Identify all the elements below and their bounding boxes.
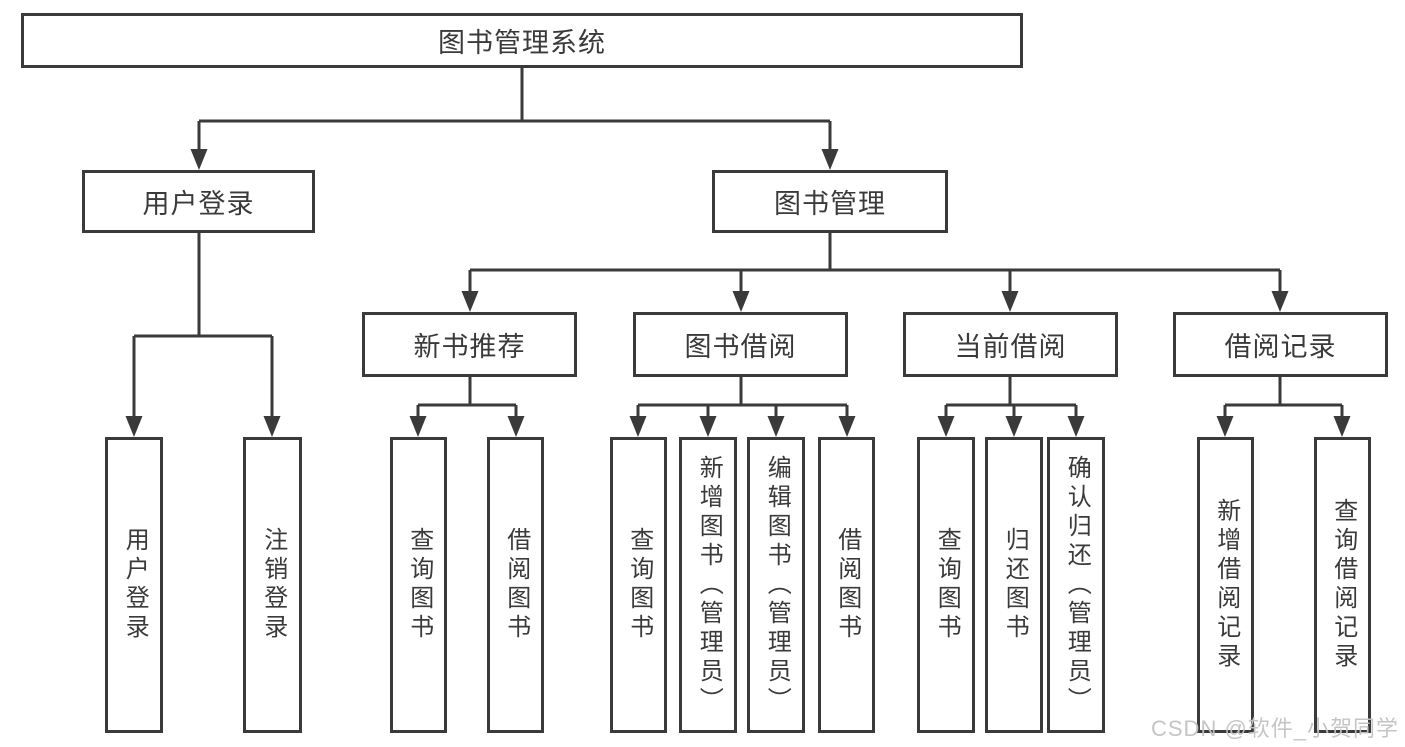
connector-book-borrowing-children xyxy=(629,377,856,437)
leaf-add-book-admin: 新增图书（管理员） xyxy=(679,437,737,733)
arrow-down-icon xyxy=(732,291,750,312)
node-label: 借阅图书 xyxy=(833,527,861,643)
leaf-confirm-return-admin: 确认归还（管理员） xyxy=(1047,437,1105,733)
arrow-down-icon xyxy=(263,416,281,437)
arrow-down-icon xyxy=(1216,416,1234,437)
leaf-user-login: 用户登录 xyxy=(105,437,163,733)
node-borrowing-records: 借阅记录 xyxy=(1173,312,1388,377)
arrow-down-icon xyxy=(507,416,525,437)
node-label: 用户登录 xyxy=(142,189,255,219)
connector-new-book-recommend-children xyxy=(409,377,525,437)
arrow-down-icon xyxy=(190,149,208,170)
node-user-login: 用户登录 xyxy=(82,170,315,233)
arrow-down-icon xyxy=(125,416,143,437)
arrow-down-icon xyxy=(767,416,785,437)
arrow-down-icon xyxy=(838,416,856,437)
arrow-down-icon xyxy=(1067,416,1085,437)
arrow-down-icon xyxy=(821,149,839,170)
node-label: 确认归还（管理员） xyxy=(1063,454,1091,716)
leaf-borrow-books-recommend: 借阅图书 xyxy=(487,437,544,733)
node-label: 查询图书 xyxy=(405,527,433,643)
leaf-query-books-recommend: 查询图书 xyxy=(390,437,447,733)
arrow-down-icon xyxy=(1001,291,1019,312)
leaf-query-books-borrowing: 查询图书 xyxy=(610,437,667,733)
connector-current-borrowing-children xyxy=(937,377,1085,437)
node-label: 当前借阅 xyxy=(954,332,1067,362)
arrow-down-icon xyxy=(1005,416,1023,437)
node-book-borrowing: 图书借阅 xyxy=(633,312,848,377)
arrow-down-icon xyxy=(937,416,955,437)
node-label: 新书推荐 xyxy=(413,332,526,362)
leaf-add-borrow-record: 新增借阅记录 xyxy=(1197,437,1254,733)
leaf-return-books: 归还图书 xyxy=(985,437,1043,733)
connector-root-to-level2 xyxy=(190,68,839,170)
node-new-book-recommend: 新书推荐 xyxy=(362,312,577,377)
node-label: 编辑图书（管理员） xyxy=(763,454,791,716)
connector-book-management-children xyxy=(461,233,1289,312)
leaf-query-books-current: 查询图书 xyxy=(917,437,975,733)
leaf-logout: 注销登录 xyxy=(243,437,302,733)
node-label: 新增借阅记录 xyxy=(1212,498,1240,672)
arrow-down-icon xyxy=(409,416,427,437)
node-book-management: 图书管理 xyxy=(712,170,948,233)
leaf-edit-book-admin: 编辑图书（管理员） xyxy=(747,437,805,733)
arrow-down-icon xyxy=(1333,416,1351,437)
node-label: 注销登录 xyxy=(259,527,287,643)
leaf-query-borrow-record: 查询借阅记录 xyxy=(1314,437,1371,733)
node-label: 图书借阅 xyxy=(684,332,797,362)
node-label: 归还图书 xyxy=(1001,527,1029,643)
node-label: 查询借阅记录 xyxy=(1329,498,1357,672)
node-current-borrowing: 当前借阅 xyxy=(903,312,1118,377)
arrow-down-icon xyxy=(1271,291,1289,312)
arrow-down-icon xyxy=(629,416,647,437)
arrow-down-icon xyxy=(461,291,479,312)
node-label: 用户登录 xyxy=(121,527,149,643)
node-label: 查询图书 xyxy=(933,527,961,643)
arrow-down-icon xyxy=(699,416,717,437)
leaf-borrow-books-borrowing: 借阅图书 xyxy=(818,437,875,733)
csdn-watermark: CSDN @软件_小贺同学 xyxy=(1151,716,1400,741)
node-label: 新增图书（管理员） xyxy=(695,454,723,716)
node-label: 查询图书 xyxy=(625,527,653,643)
node-label: 借阅记录 xyxy=(1224,332,1337,362)
node-label: 借阅图书 xyxy=(502,527,530,643)
connector-borrowing-records-children xyxy=(1216,377,1351,437)
node-label: 图书管理 xyxy=(774,189,886,219)
node-library-management-system: 图书管理系统 xyxy=(21,13,1023,68)
node-label: 图书管理系统 xyxy=(438,28,606,58)
connector-user-login-children xyxy=(125,233,281,437)
